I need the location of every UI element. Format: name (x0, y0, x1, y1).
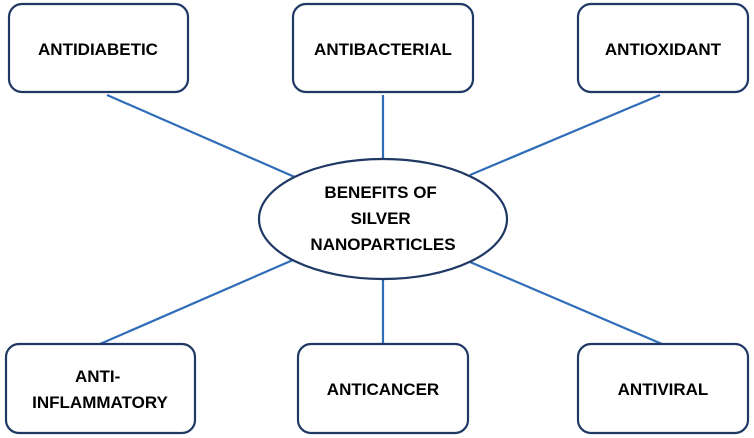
node-label-antibacterial: ANTIBACTERIAL (314, 40, 452, 59)
node-label-line: ANTIVIRAL (618, 380, 709, 399)
center-label-line-2: SILVER (351, 209, 411, 228)
node-label-anti-inflammatory: ANTI- INFLAMMATORY (32, 367, 168, 412)
node-label-line: ANTIOXIDANT (605, 40, 722, 59)
connector-antiviral (469, 260, 663, 346)
center-label: BENEFITS OF SILVER NANOPARTICLES (310, 183, 455, 254)
node-label-anticancer: ANTICANCER (327, 380, 439, 399)
node-label-line: ANTIBACTERIAL (314, 40, 452, 59)
node-antiviral: ANTIVIRAL (576, 342, 750, 435)
node-label-line-1: ANTI- (75, 367, 120, 386)
node-box (7, 2, 190, 94)
node-box (296, 342, 470, 435)
node-antioxidant: ANTIOXIDANT (576, 2, 750, 94)
node-antidiabetic: ANTIDIABETIC (7, 2, 190, 94)
node-label-antioxidant: ANTIOXIDANT (605, 40, 722, 59)
node-box (291, 2, 475, 94)
node-label-line: ANTICANCER (327, 380, 439, 399)
node-box (4, 342, 197, 435)
connector-antidiabetic (106, 93, 298, 180)
node-antibacterial: ANTIBACTERIAL (291, 2, 475, 94)
center-label-line-3: NANOPARTICLES (310, 235, 455, 254)
connector-antioxidant (469, 93, 661, 177)
connectors (99, 93, 663, 346)
node-label-line-2: INFLAMMATORY (32, 393, 168, 412)
node-box (576, 342, 750, 435)
center-label-line-1: BENEFITS OF (324, 183, 436, 202)
node-label-antiviral: ANTIVIRAL (618, 380, 709, 399)
node-box (576, 2, 750, 94)
node-anti-inflammatory: ANTI- INFLAMMATORY (4, 342, 197, 435)
center-ellipse (257, 157, 509, 281)
connector-anti-inflammatory (99, 258, 294, 346)
node-label-antidiabetic: ANTIDIABETIC (38, 40, 158, 59)
node-anticancer: ANTICANCER (296, 342, 470, 435)
center-node: BENEFITS OF SILVER NANOPARTICLES (257, 157, 509, 281)
node-label-line: ANTIDIABETIC (38, 40, 158, 59)
